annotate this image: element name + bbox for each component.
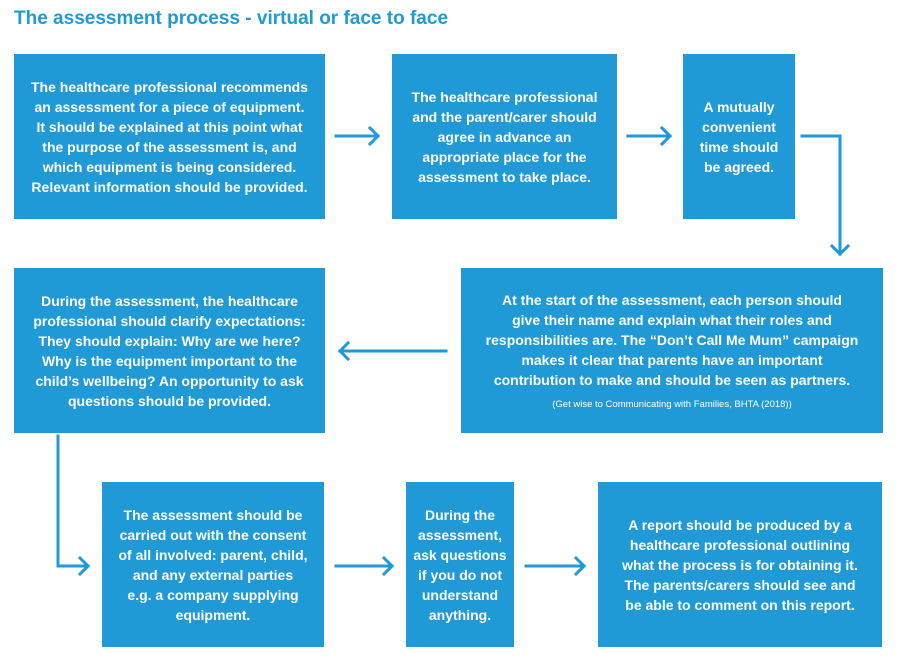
text-line: and the parent/carer should <box>412 108 597 125</box>
text-line: agree in advance an <box>437 128 572 145</box>
text-line: makes it clear that parents have an impo… <box>521 351 823 368</box>
citation: (Get wise to Communicating with Families… <box>552 398 792 410</box>
text-line: and any external parties <box>132 566 294 583</box>
text-line: of all involved: parent, child, <box>118 546 308 563</box>
text-line: time should <box>699 138 779 155</box>
text-line: child’s wellbeing? An opportunity to ask <box>35 372 304 389</box>
text-line: At the start of the assessment, each per… <box>502 291 842 308</box>
arrow-recommend-to-place <box>334 125 381 147</box>
step-consent: The assessment should be carried out wit… <box>102 482 324 647</box>
text-line: understand <box>421 586 499 603</box>
text-line: assessment, <box>417 526 503 543</box>
step-report: A report should be produced by a healthc… <box>598 482 882 647</box>
text-line: responsibilities are. The “Don’t Call Me… <box>485 331 859 348</box>
text-line: A report should be produced by a <box>628 516 852 533</box>
text-line: equipment. <box>175 606 251 623</box>
step-introductions: At the start of the assessment, each per… <box>461 268 883 433</box>
step-agree-place: The healthcare professional and the pare… <box>392 54 617 219</box>
page-title: The assessment process - virtual or face… <box>14 8 449 29</box>
text-line: convenient <box>702 118 776 135</box>
text-line: Relevant information should be provided. <box>31 178 308 195</box>
step-ask-questions: During the assessment, ask questions if … <box>406 482 514 647</box>
text-line: A mutually <box>703 98 775 115</box>
text-line: The healthcare professional <box>411 88 598 105</box>
arrow-introductions-to-expectations <box>337 340 448 362</box>
text-line: Why is the equipment important to the <box>41 352 298 369</box>
step-recommend-assessment: The healthcare professional recommends a… <box>14 54 325 219</box>
text-line: The parents/carers should see and <box>624 576 856 593</box>
text-line: ask questions <box>413 546 507 563</box>
text-line: It should be explained at this point wha… <box>36 118 303 135</box>
text-line: be able to comment on this report. <box>625 596 855 613</box>
arrow-questions-to-report <box>524 555 587 577</box>
text-line: contribution to make and should be seen … <box>493 371 851 388</box>
text-line: questions should be provided. <box>67 392 271 409</box>
arrow-time-to-introductions <box>800 134 851 257</box>
text-line: give their name and explain what their r… <box>512 311 832 328</box>
text-line: During the assessment, the healthcare <box>41 292 298 309</box>
text-line: The healthcare professional recommends <box>31 78 308 95</box>
text-line: what the process is for obtaining it. <box>622 556 858 573</box>
text-line: During the <box>425 506 495 523</box>
arrow-place-to-time <box>626 125 673 147</box>
text-line: carried out with the consent <box>119 526 307 543</box>
step-clarify-expectations: During the assessment, the healthcare pr… <box>14 268 325 433</box>
step-agree-time: A mutually convenient time should be agr… <box>683 54 795 219</box>
text-line: e.g. a company supplying <box>127 586 299 603</box>
text-line: They should explain: Why are we here? <box>38 332 301 349</box>
text-line: if you do not <box>418 566 502 583</box>
text-line: be agreed. <box>703 158 775 175</box>
text-line: appropriate place for the <box>422 148 587 165</box>
text-line: an assessment for a piece of equipment. <box>34 98 305 115</box>
text-line: anything. <box>428 606 492 623</box>
text-line: the purpose of the assessment is, and <box>42 138 297 155</box>
text-line: professional should clarify expectations… <box>33 312 306 329</box>
text-line: assessment to take place. <box>418 168 591 185</box>
text-line: which equipment is being considered. <box>42 158 297 175</box>
text-line: healthcare professional outlining <box>629 536 851 553</box>
arrow-consent-to-questions <box>334 555 395 577</box>
arrow-expectations-to-consent <box>56 434 91 577</box>
text-line: The assessment should be <box>123 506 303 523</box>
